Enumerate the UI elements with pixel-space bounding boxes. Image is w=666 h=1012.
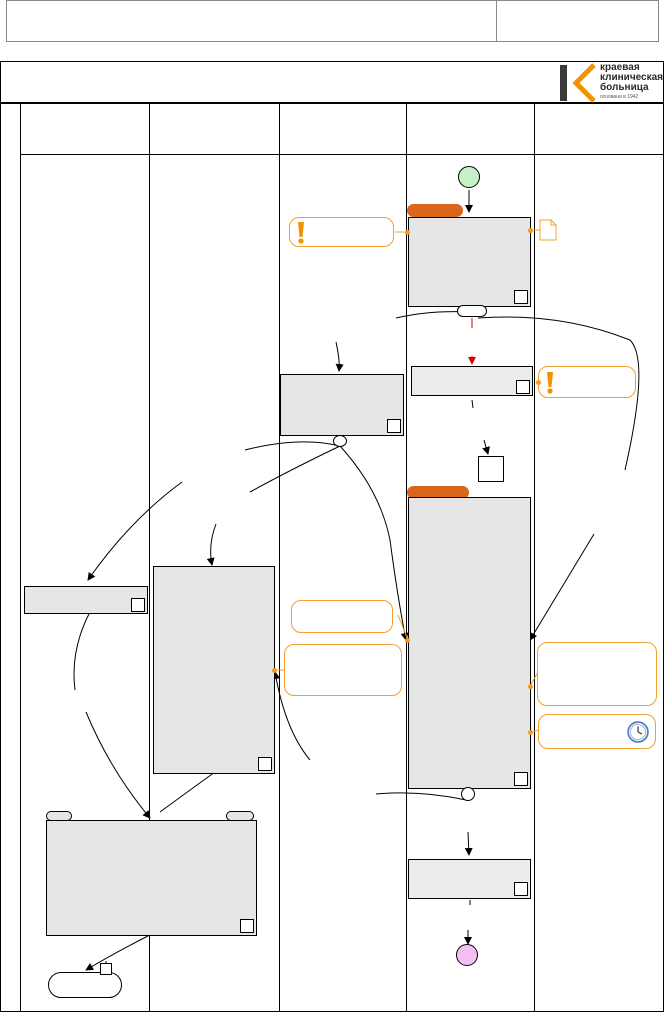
process-box-1-marker xyxy=(514,290,528,304)
decision-box xyxy=(478,456,504,482)
start-event xyxy=(458,166,480,188)
terminator-marker xyxy=(100,963,112,975)
process-box-5-marker xyxy=(131,598,145,612)
lane-divider-1 xyxy=(149,104,150,1012)
lane-header-rule xyxy=(20,154,664,155)
lane-marker-1 xyxy=(407,204,463,217)
process-box-3-marker xyxy=(387,419,401,433)
lane-divider-2 xyxy=(279,104,280,1012)
logo-tagline: основана в 1942 xyxy=(600,94,639,100)
header-title-box xyxy=(6,0,659,42)
anchor-dot xyxy=(528,684,533,689)
process-box-6-marker xyxy=(258,757,272,771)
process-box-5 xyxy=(24,586,148,614)
process-box-2 xyxy=(411,366,533,396)
anchor-dot xyxy=(528,730,533,735)
logo: краевая клиническая больница основана в … xyxy=(556,62,664,103)
connector-1 xyxy=(457,305,487,317)
lane-marker-2 xyxy=(407,486,469,499)
process-box-2-marker xyxy=(516,380,530,394)
warning-icon xyxy=(547,372,553,394)
process-box-4-marker xyxy=(514,772,528,786)
note-clock xyxy=(538,714,656,749)
end-event xyxy=(456,944,478,966)
lane-divider-3 xyxy=(406,104,407,1012)
lane-gutter-line xyxy=(20,104,21,1012)
process-box-4 xyxy=(408,497,531,789)
logo-line-2: клиническая xyxy=(600,72,664,83)
document-icon xyxy=(539,219,557,246)
process-box-7-marker xyxy=(240,919,254,933)
clock-icon xyxy=(627,721,649,743)
anchor-dot xyxy=(405,230,410,235)
anchor-dot xyxy=(528,228,533,233)
process-box-3 xyxy=(280,374,404,436)
connector-3 xyxy=(461,787,475,801)
terminator xyxy=(48,972,122,998)
anchor-dot xyxy=(536,380,541,385)
note-4 xyxy=(284,644,402,696)
lane-divider-4 xyxy=(534,104,535,1012)
note-3 xyxy=(291,600,393,633)
frame-header-rule xyxy=(0,102,664,104)
logo-line-3: больница xyxy=(600,82,649,93)
note-warning-2 xyxy=(538,366,636,398)
input-tag-right xyxy=(226,811,254,821)
note-warning-1 xyxy=(289,217,394,247)
process-box-1 xyxy=(408,217,531,307)
process-box-6 xyxy=(153,566,275,774)
anchor-dot xyxy=(405,638,410,643)
anchor-dot xyxy=(272,668,277,673)
warning-icon xyxy=(298,222,304,244)
process-box-8-marker xyxy=(514,882,528,896)
process-box-8 xyxy=(408,859,531,899)
connector-2 xyxy=(333,435,347,447)
logo-mark-icon xyxy=(560,63,596,103)
header-divider xyxy=(496,0,497,42)
process-box-7 xyxy=(46,820,257,936)
note-5 xyxy=(537,642,657,706)
input-tag-left xyxy=(46,811,72,821)
logo-line-1: краевая xyxy=(600,62,640,73)
